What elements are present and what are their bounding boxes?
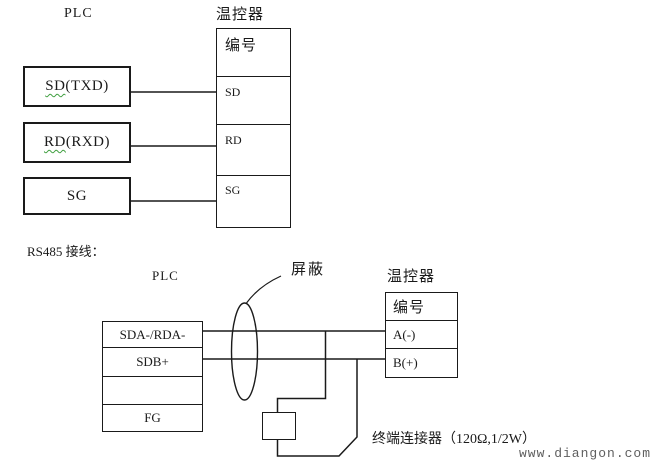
site-watermark: www.diangon.com — [519, 446, 651, 461]
terminator-wire-bottom — [276, 359, 358, 457]
bottom-plc-terminal-table: SDA-/RDA- SDB+ FG — [102, 321, 203, 432]
top-plc-label: PLC — [64, 6, 93, 21]
terminal-label: RD(RXD) — [44, 134, 110, 151]
terminator-label: 终端连接器（120Ω,1/2W） — [372, 432, 537, 447]
controller-row-sd: SD — [217, 77, 290, 125]
plc-terminal-box-sg: SG — [23, 177, 131, 215]
plc-row-fg: FG — [144, 409, 161, 425]
shield-label: 屏蔽 — [291, 262, 326, 278]
rs485-section-heading: RS485 接线： — [27, 244, 105, 259]
plc-row-empty — [103, 377, 202, 405]
plc-terminal-box-rd-rxd: RD(RXD) — [23, 122, 131, 163]
bottom-controller-label: 温控器 — [387, 269, 436, 285]
shield-ellipse — [230, 302, 259, 401]
controller-row-a-minus: A(-) — [386, 321, 457, 349]
terminator-wire-top — [276, 331, 327, 412]
terminator-resistor-box — [262, 412, 296, 440]
terminal-label-misspelled-part: SD — [45, 78, 66, 94]
terminal-label-rest: (RXD) — [65, 134, 110, 150]
terminal-label-rest: SG — [66, 187, 88, 204]
plc-terminal-box-sd-txd: SD(TXD) — [23, 66, 131, 107]
plc-row-sdb: SDB+ — [103, 348, 202, 377]
terminal-label: SG — [67, 188, 87, 205]
plc-row-sda-rda: SDA-/RDA- — [103, 322, 202, 348]
terminal-label-rest: (TXD) — [65, 78, 109, 94]
bottom-controller-terminal-table: 编号 A(-) B(+) — [385, 292, 458, 378]
top-controller-terminal-table: 编号 SD RD SG — [216, 28, 291, 228]
controller-row-rd: RD — [217, 125, 290, 176]
terminal-label-misspelled-part: RD — [43, 134, 66, 150]
controller-row-number: 编号 — [386, 293, 457, 321]
top-controller-label: 温控器 — [216, 7, 265, 23]
terminal-label: SD(TXD) — [45, 78, 109, 95]
bottom-plc-label: PLC — [152, 268, 179, 283]
controller-row-sg: SG — [225, 183, 241, 197]
shield-leader-line — [246, 275, 282, 304]
controller-row-number: 编号 — [217, 29, 290, 77]
controller-row-b-plus: B(+) — [393, 354, 418, 370]
